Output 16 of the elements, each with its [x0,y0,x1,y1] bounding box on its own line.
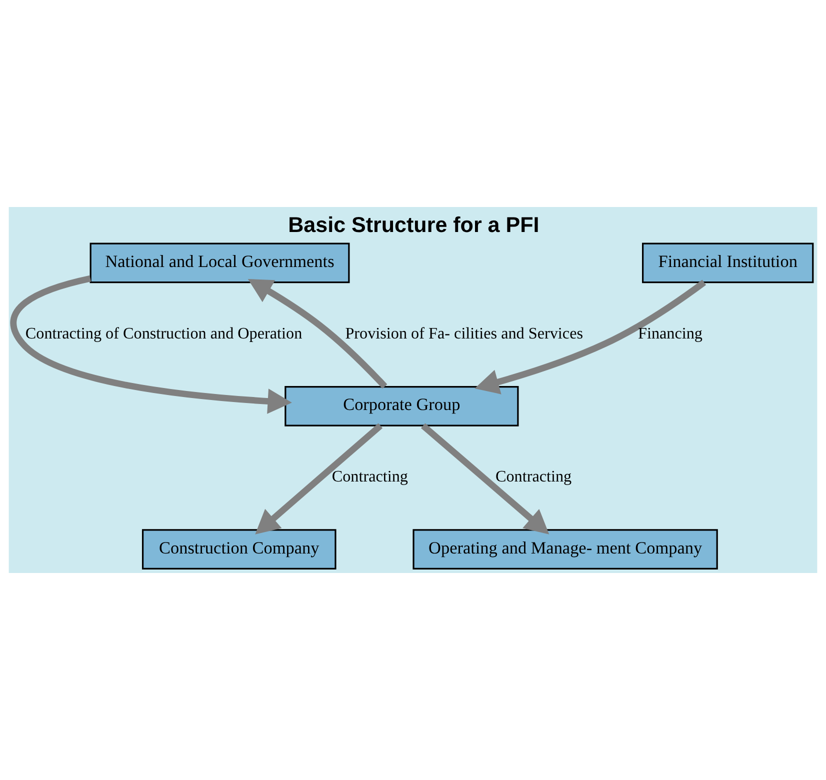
node-box: National and Local Governments [90,242,350,284]
arrow [10,275,292,414]
node-box: Financial Institution [642,242,814,284]
arrow [420,423,550,534]
diagram-title: Basic Structure for a PFI [288,212,540,237]
arrow [474,280,706,394]
edge-label: Contracting [495,468,572,486]
edge-label: Contracting of Construction and Operation [25,325,302,342]
edge-label: Financing [638,325,703,342]
node-box: Corporate Group [284,386,519,426]
edge-label: Contracting [332,468,408,486]
edge-label: Provision of Fa- cilities and Services [345,325,584,342]
arrow [248,278,388,389]
node-box: Construction Company [142,529,336,570]
node-box: Operating and Manage- ment Company [412,529,718,570]
arrow [255,423,383,534]
